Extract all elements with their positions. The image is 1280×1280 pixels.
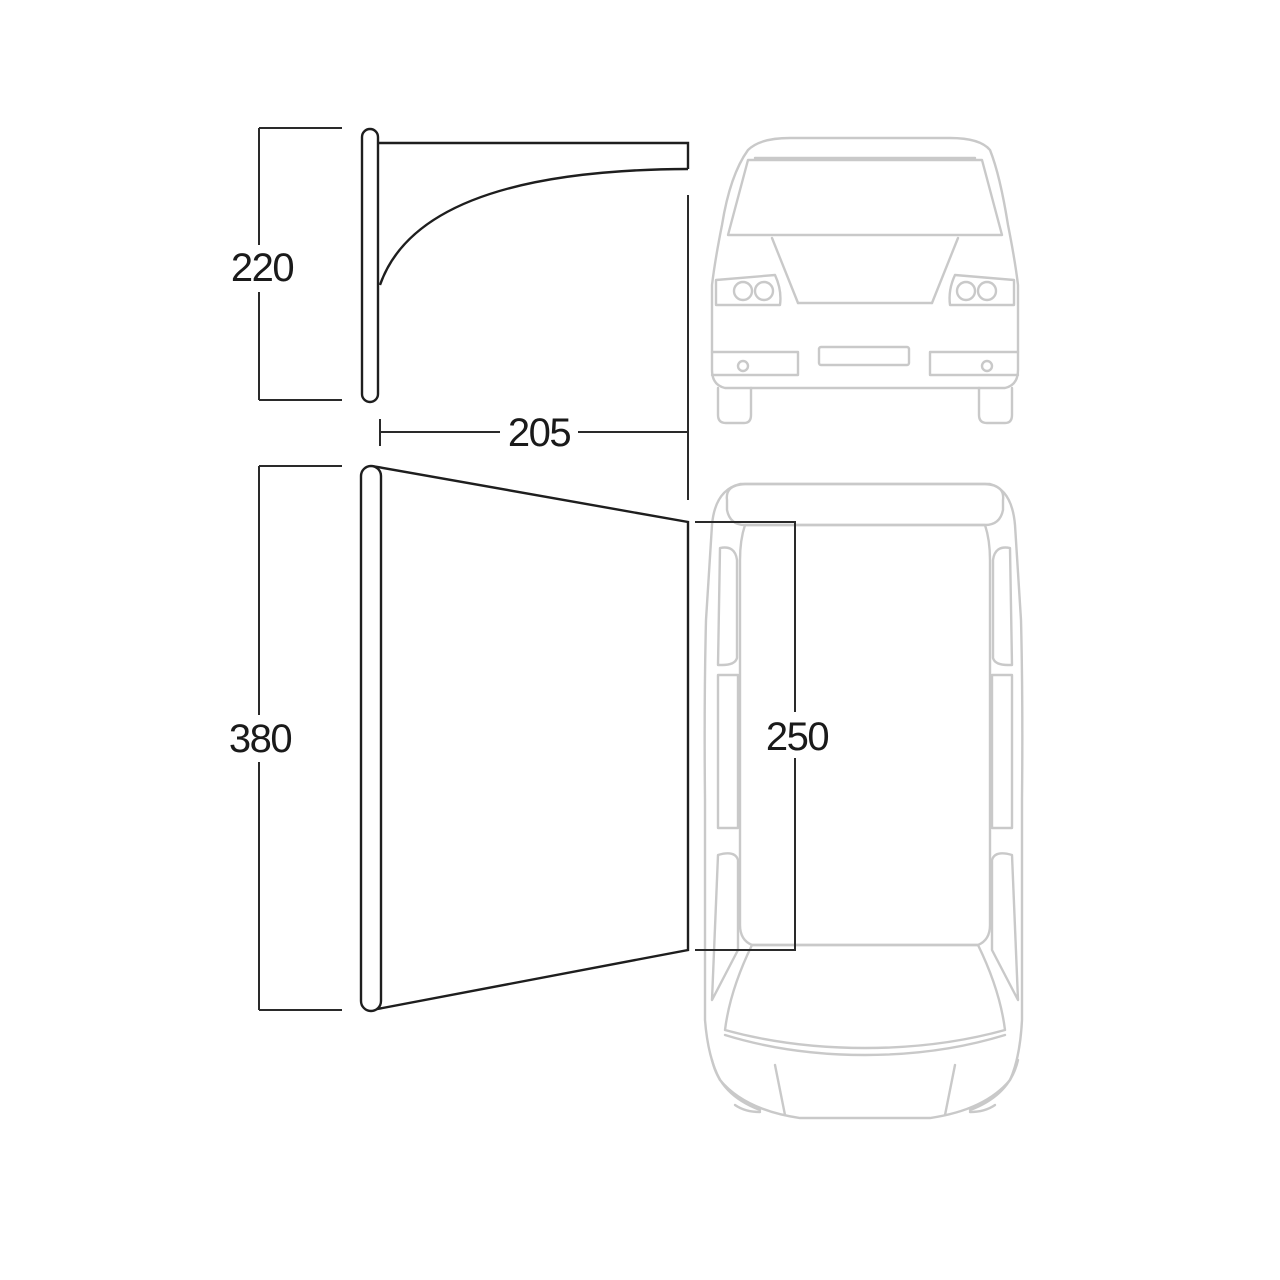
attachment-label: 250 <box>766 715 828 759</box>
dimension-attachment: 250 <box>758 712 836 759</box>
awning-pole-side <box>360 127 380 404</box>
dimension-height: 220 <box>228 127 342 401</box>
awning-top-view <box>359 464 796 1013</box>
dimension-depth: 205 <box>379 410 688 456</box>
vehicle-top-view <box>703 482 1024 1120</box>
awning-pole-plan <box>359 464 383 1013</box>
dimension-length: 380 <box>222 465 342 1011</box>
vehicle-rear-view <box>710 136 1020 425</box>
awning-plan-outline <box>371 464 690 1012</box>
awning-canopy-curve <box>378 167 689 286</box>
awning-side-view <box>360 127 690 500</box>
length-label: 380 <box>229 717 291 761</box>
height-label: 220 <box>231 246 293 290</box>
depth-label: 205 <box>508 411 570 455</box>
awning-roof-line <box>375 141 690 169</box>
